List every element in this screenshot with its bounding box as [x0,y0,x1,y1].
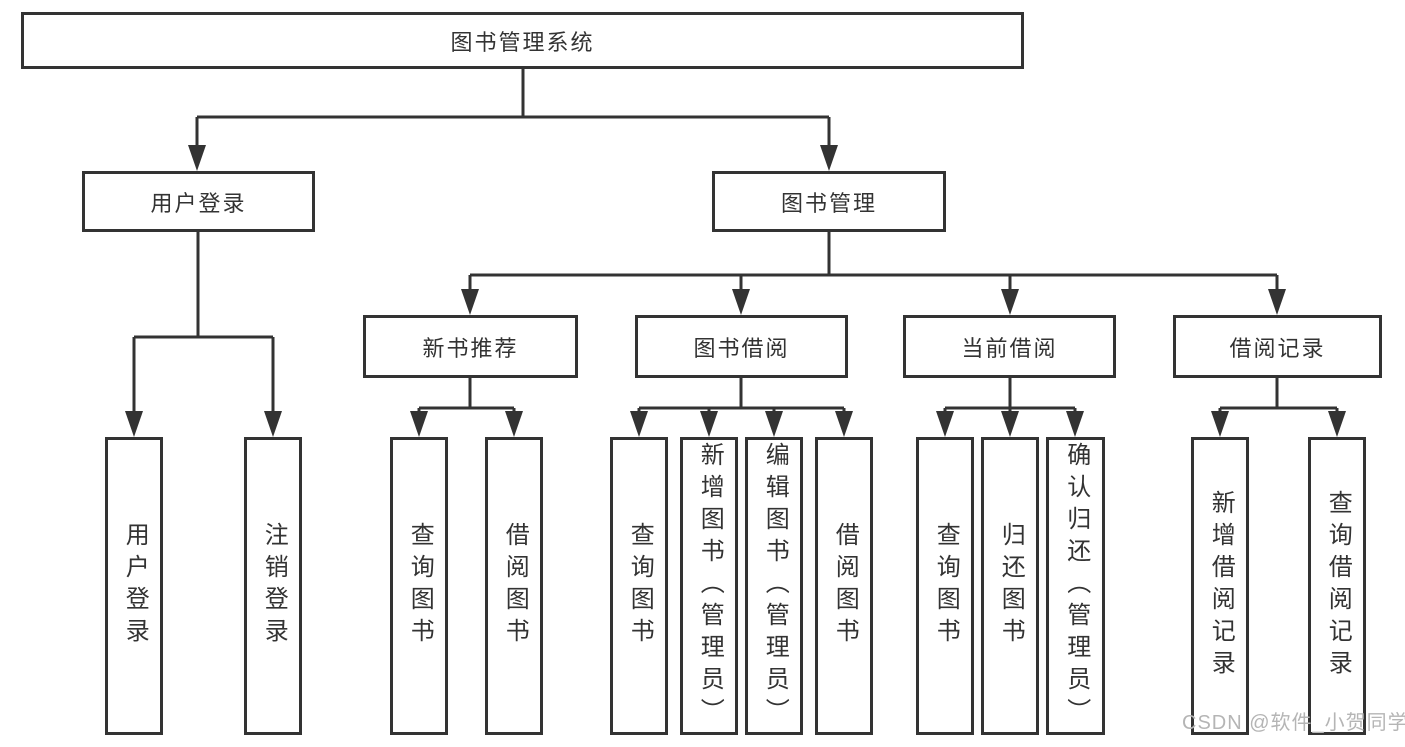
leaf-borrow-book-2-label: 借阅图书 [831,522,859,650]
leaf-query-book-2: 查询图书 [610,437,668,735]
leaf-add-borrow-record: 新增借阅记录 [1191,437,1249,735]
node-book-borrow-label: 图书借阅 [693,335,790,361]
leaf-logout: 注销登录 [244,437,302,735]
leaf-query-book-2-label: 查询图书 [626,522,654,650]
leaf-return-book: 归还图书 [981,437,1039,735]
connector-bookborrow-to-leaves [630,378,853,437]
node-current-borrow-label: 当前借阅 [961,335,1058,361]
connector-newbook-to-leaves [410,378,523,437]
node-book-management-label: 图书管理 [780,190,877,216]
connector-userlogin-to-leaves [125,232,282,437]
leaf-query-book-1-label: 查询图书 [406,522,434,650]
connector-borrowrecord-to-leaves [1211,378,1346,437]
leaf-query-book-1: 查询图书 [390,437,448,735]
leaf-return-book-label: 归还图书 [997,522,1025,650]
leaf-query-borrow-record-label: 查询借阅记录 [1324,490,1352,682]
leaf-borrow-book-1-label: 借阅图书 [501,522,529,650]
leaf-edit-book-admin: 编辑图书（管理员） [745,437,803,735]
leaf-borrow-book-1: 借阅图书 [485,437,543,735]
node-book-borrow: 图书借阅 [635,315,848,378]
node-book-management: 图书管理 [712,171,946,232]
leaf-logout-label: 注销登录 [260,522,288,650]
node-root-label: 图书管理系统 [450,29,595,55]
csdn-watermark: CSDN @软件_小贺同学 [1182,712,1405,734]
connector-currentborrow-to-leaves [936,378,1084,437]
leaf-user-login: 用户登录 [105,437,163,735]
leaf-add-book-admin-label: 新增图书（管理员） [696,442,724,730]
leaf-user-login-label: 用户登录 [121,522,149,650]
leaf-confirm-return-admin-label: 确认归还（管理员） [1062,442,1090,730]
node-current-borrow: 当前借阅 [903,315,1116,378]
node-new-book-recommend: 新书推荐 [363,315,578,378]
node-new-book-recommend-label: 新书推荐 [422,335,519,361]
leaf-query-book-3-label: 查询图书 [932,522,960,650]
leaf-query-book-3: 查询图书 [916,437,974,735]
connector-bookmgmt-to-level3 [461,232,1286,315]
leaf-confirm-return-admin: 确认归还（管理员） [1046,437,1105,735]
connector-root-to-level2 [188,69,838,171]
node-root: 图书管理系统 [21,12,1024,69]
node-user-login-label: 用户登录 [150,190,247,216]
node-borrow-record-label: 借阅记录 [1229,335,1326,361]
leaf-edit-book-admin-label: 编辑图书（管理员） [761,442,789,730]
leaf-borrow-book-2: 借阅图书 [815,437,873,735]
leaf-add-book-admin: 新增图书（管理员） [680,437,738,735]
leaf-query-borrow-record: 查询借阅记录 [1308,437,1366,735]
node-user-login: 用户登录 [82,171,315,232]
node-borrow-record: 借阅记录 [1173,315,1382,378]
leaf-add-borrow-record-label: 新增借阅记录 [1207,490,1235,682]
